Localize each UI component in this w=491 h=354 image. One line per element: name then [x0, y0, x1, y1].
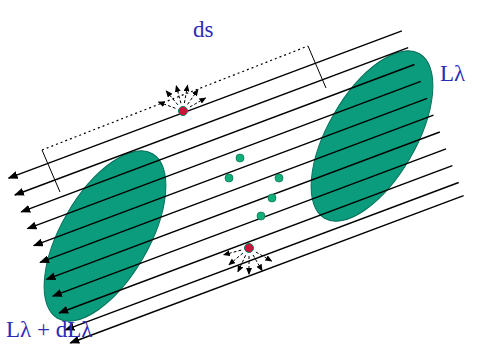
- scattered-ray: [176, 86, 181, 103]
- symbol-label: ds: [193, 18, 213, 41]
- particle: [275, 174, 283, 182]
- scattered-ray: [190, 98, 206, 107]
- scattered-ray: [224, 250, 241, 255]
- symbol-label: Lλ + dLλ: [6, 318, 92, 341]
- scattered-ray: [253, 255, 262, 271]
- scattered-ray: [166, 91, 178, 105]
- dimension-line: [42, 46, 308, 150]
- radiance-ray: [70, 196, 463, 343]
- scattered-ray: [229, 253, 243, 265]
- scattered-ray: [159, 102, 176, 108]
- particle: [268, 194, 276, 202]
- radiance-ray: [65, 183, 458, 330]
- extension-line: [308, 46, 326, 88]
- far-disc: [286, 32, 457, 241]
- symbol-label: Lλ: [440, 62, 465, 85]
- scattered-ray: [256, 252, 272, 261]
- particle: [236, 154, 244, 162]
- particle: [225, 174, 233, 182]
- near-disc: [19, 132, 190, 341]
- radiance-ray: [59, 166, 452, 313]
- radiance-ray: [53, 149, 446, 296]
- scattered-ray: [249, 256, 250, 274]
- particle: [257, 212, 265, 220]
- scattered-ray: [188, 90, 198, 105]
- scattering-particle: [179, 107, 188, 116]
- scattered-ray: [238, 255, 246, 271]
- radiance-ray: [15, 48, 408, 195]
- extension-line: [42, 150, 60, 192]
- radiance-ray: [28, 81, 421, 228]
- radiance-ray: [47, 132, 440, 279]
- scattered-ray: [184, 85, 187, 103]
- scattering-particle: [245, 244, 254, 253]
- radiance-ray: [34, 98, 427, 245]
- radiance-ray: [9, 31, 402, 178]
- radiance-ray: [21, 65, 414, 212]
- radiance-ray: [40, 115, 433, 262]
